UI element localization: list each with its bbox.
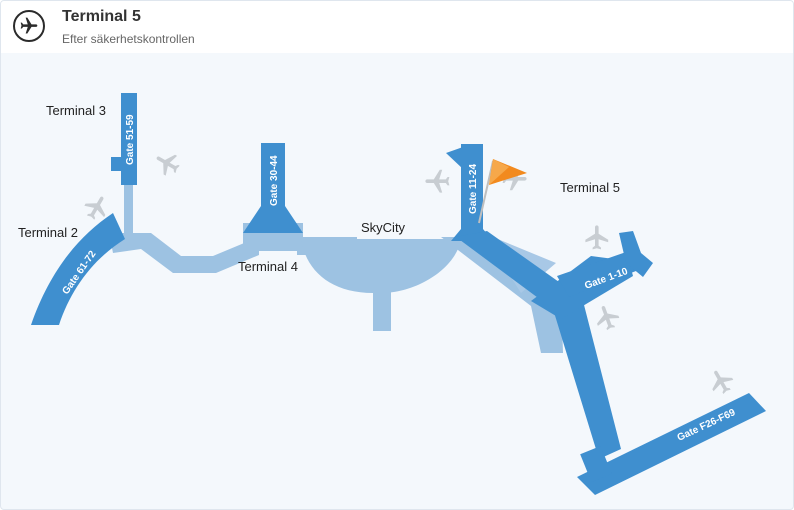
map-header: Terminal 5 Efter säkerhetskontrollen bbox=[1, 1, 793, 53]
airplane-icon bbox=[705, 365, 737, 398]
terminal-4-label: Terminal 4 bbox=[238, 259, 298, 274]
pier-gate-1-10 bbox=[557, 251, 641, 297]
airplane-icon bbox=[592, 302, 622, 333]
airplane-icon bbox=[585, 225, 609, 250]
gate-51-59-label: Gate 51-59 bbox=[125, 114, 136, 165]
gate-30-44-label: Gate 30-44 bbox=[269, 155, 280, 206]
airplane-icon bbox=[13, 10, 45, 42]
gate-11-24-label: Gate 11-24 bbox=[468, 164, 479, 214]
terminal-5-label: Terminal 5 bbox=[560, 180, 620, 195]
pier-gate-f26-f69 bbox=[577, 393, 766, 495]
airplane-icon bbox=[425, 169, 450, 193]
pier-gate-11-24 bbox=[451, 144, 493, 241]
pier-gate-61-72 bbox=[31, 213, 125, 325]
flag-icon bbox=[478, 159, 527, 224]
walkway-network bbox=[109, 184, 563, 353]
pier-gate-30-44 bbox=[243, 143, 303, 233]
page-subtitle: Efter säkerhetskontrollen bbox=[62, 32, 195, 46]
skycity-label: SkyCity bbox=[361, 220, 406, 235]
pier-network bbox=[31, 93, 766, 495]
terminal-2-label: Terminal 2 bbox=[18, 225, 78, 240]
terminal-3-label: Terminal 3 bbox=[46, 103, 106, 118]
page-title: Terminal 5 bbox=[62, 8, 141, 25]
airplane-icon bbox=[151, 147, 184, 180]
